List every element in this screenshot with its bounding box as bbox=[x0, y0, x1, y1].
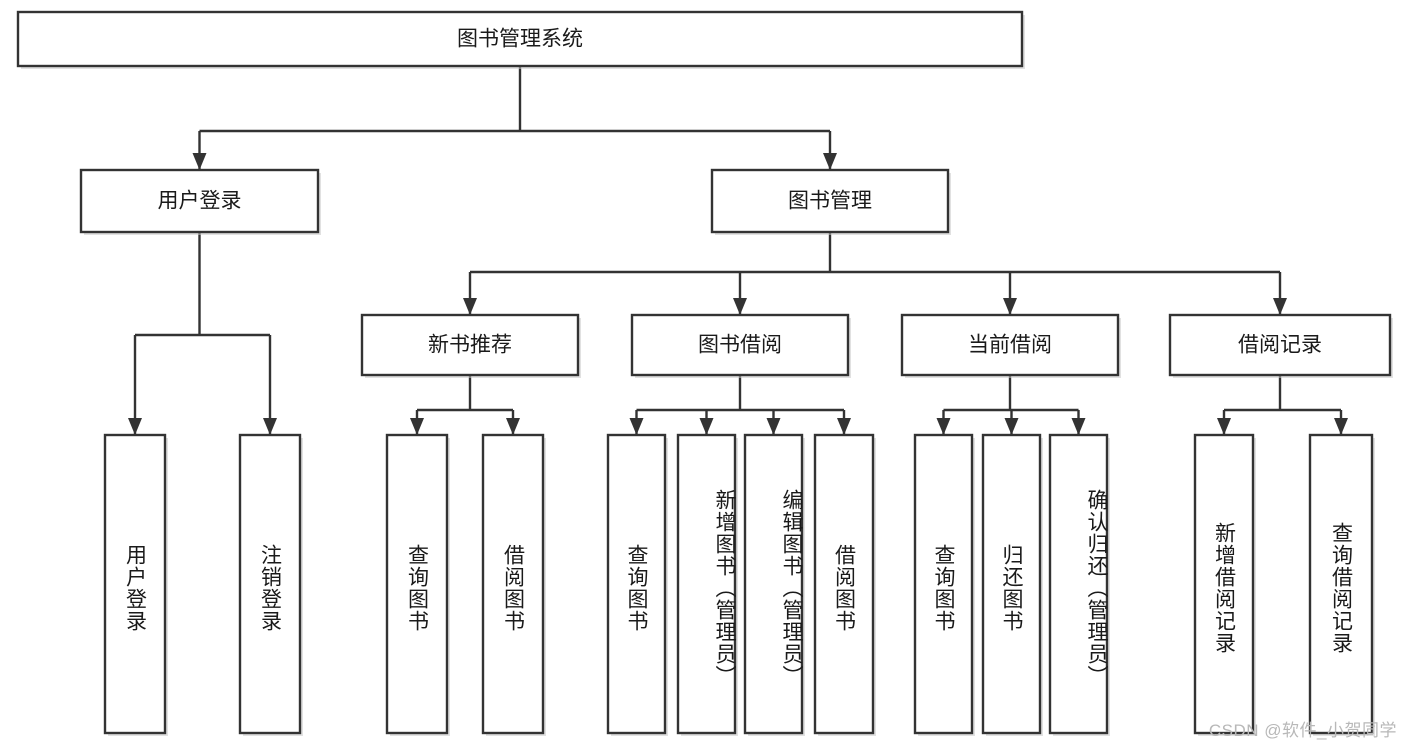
leaf-node-11[interactable] bbox=[1195, 435, 1253, 733]
arrow-head-icon-mgmt-l3-3 bbox=[1273, 298, 1287, 315]
leaf-node-5[interactable] bbox=[678, 435, 735, 733]
arrow-head-icon-leaf-4-1 bbox=[1334, 418, 1348, 435]
leaf-node-12[interactable] bbox=[1310, 435, 1372, 733]
node-label-root: 图书管理系统 bbox=[457, 28, 583, 51]
node-box-root[interactable] bbox=[16, 10, 1024, 68]
arrow-head-icon-leaf-0-0 bbox=[128, 418, 142, 435]
leaf-node-10[interactable] bbox=[1050, 435, 1107, 733]
node-box-l3-0[interactable] bbox=[360, 313, 580, 377]
node-label-l2-1: 图书管理 bbox=[788, 190, 872, 213]
node-box-leaf-6[interactable] bbox=[743, 433, 804, 735]
leaf-node-4[interactable] bbox=[608, 435, 665, 733]
node-box-leaf-5[interactable] bbox=[676, 433, 737, 735]
arrow-head-icon-mgmt-l3-0 bbox=[463, 298, 477, 315]
node-box-leaf-1[interactable] bbox=[238, 433, 302, 735]
node-label-l3-0: 新书推荐 bbox=[428, 334, 512, 357]
boxes-layer bbox=[16, 10, 1393, 736]
node-box-leaf-7[interactable] bbox=[813, 433, 875, 735]
arrow-head-icon-leaf-1-0 bbox=[410, 418, 424, 435]
node-label-l3-3: 借阅记录 bbox=[1238, 334, 1322, 357]
arrow-head-icon-leaf-3-0 bbox=[936, 418, 951, 435]
node-label-l2-0: 用户登录 bbox=[158, 190, 242, 213]
node-box-l3-1[interactable] bbox=[630, 313, 850, 377]
node-box-leaf-3[interactable] bbox=[481, 433, 545, 735]
arrow-head-icon-leaf-0-1 bbox=[263, 418, 277, 435]
node-box-l2-0[interactable] bbox=[79, 168, 320, 234]
node-label-l3-2: 当前借阅 bbox=[968, 334, 1052, 357]
node-box-leaf-9[interactable] bbox=[981, 433, 1042, 735]
node-box-l2-1[interactable] bbox=[710, 168, 950, 234]
arrow-head-icon-leaf-2-2 bbox=[766, 418, 781, 435]
node-box-leaf-0[interactable] bbox=[103, 433, 167, 735]
node-box-leaf-2[interactable] bbox=[385, 433, 449, 735]
node-box-leaf-12[interactable] bbox=[1308, 433, 1374, 735]
leaf-node-9[interactable] bbox=[983, 435, 1040, 733]
leaf-node-3[interactable] bbox=[483, 435, 543, 733]
node-label-l3-1: 图书借阅 bbox=[698, 334, 782, 357]
leaf-node-0[interactable] bbox=[105, 435, 165, 733]
node-box-l3-3[interactable] bbox=[1168, 313, 1392, 377]
node-box-leaf-10[interactable] bbox=[1048, 433, 1109, 735]
connectors-layer bbox=[128, 66, 1348, 435]
arrow-head-icon-root-l2-1 bbox=[823, 153, 837, 170]
leaf-node-1[interactable] bbox=[240, 435, 300, 733]
leaf-node-6[interactable] bbox=[745, 435, 802, 733]
arrow-head-icon-leaf-2-1 bbox=[699, 418, 714, 435]
arrow-head-icon-leaf-4-0 bbox=[1217, 418, 1231, 435]
arrow-head-icon-root-l2-0 bbox=[192, 153, 207, 170]
arrow-head-icon-leaf-3-2 bbox=[1071, 418, 1086, 435]
arrow-head-icon-mgmt-l3-2 bbox=[1003, 298, 1017, 315]
node-box-leaf-11[interactable] bbox=[1193, 433, 1255, 735]
arrow-head-icon-leaf-3-1 bbox=[1004, 418, 1019, 435]
arrow-head-icon-mgmt-l3-1 bbox=[733, 298, 747, 315]
arrow-head-icon-leaf-2-0 bbox=[629, 418, 644, 435]
leaf-node-2[interactable] bbox=[387, 435, 447, 733]
leaf-node-8[interactable] bbox=[915, 435, 972, 733]
arrow-head-icon-leaf-2-3 bbox=[837, 418, 851, 435]
leaf-node-7[interactable] bbox=[815, 435, 873, 733]
node-box-leaf-8[interactable] bbox=[913, 433, 974, 735]
node-box-l3-2[interactable] bbox=[900, 313, 1120, 377]
node-box-leaf-4[interactable] bbox=[606, 433, 667, 735]
arrow-head-icon-leaf-1-1 bbox=[506, 418, 520, 435]
watermark-text: CSDN @软件_小贺同学 bbox=[1208, 721, 1397, 740]
